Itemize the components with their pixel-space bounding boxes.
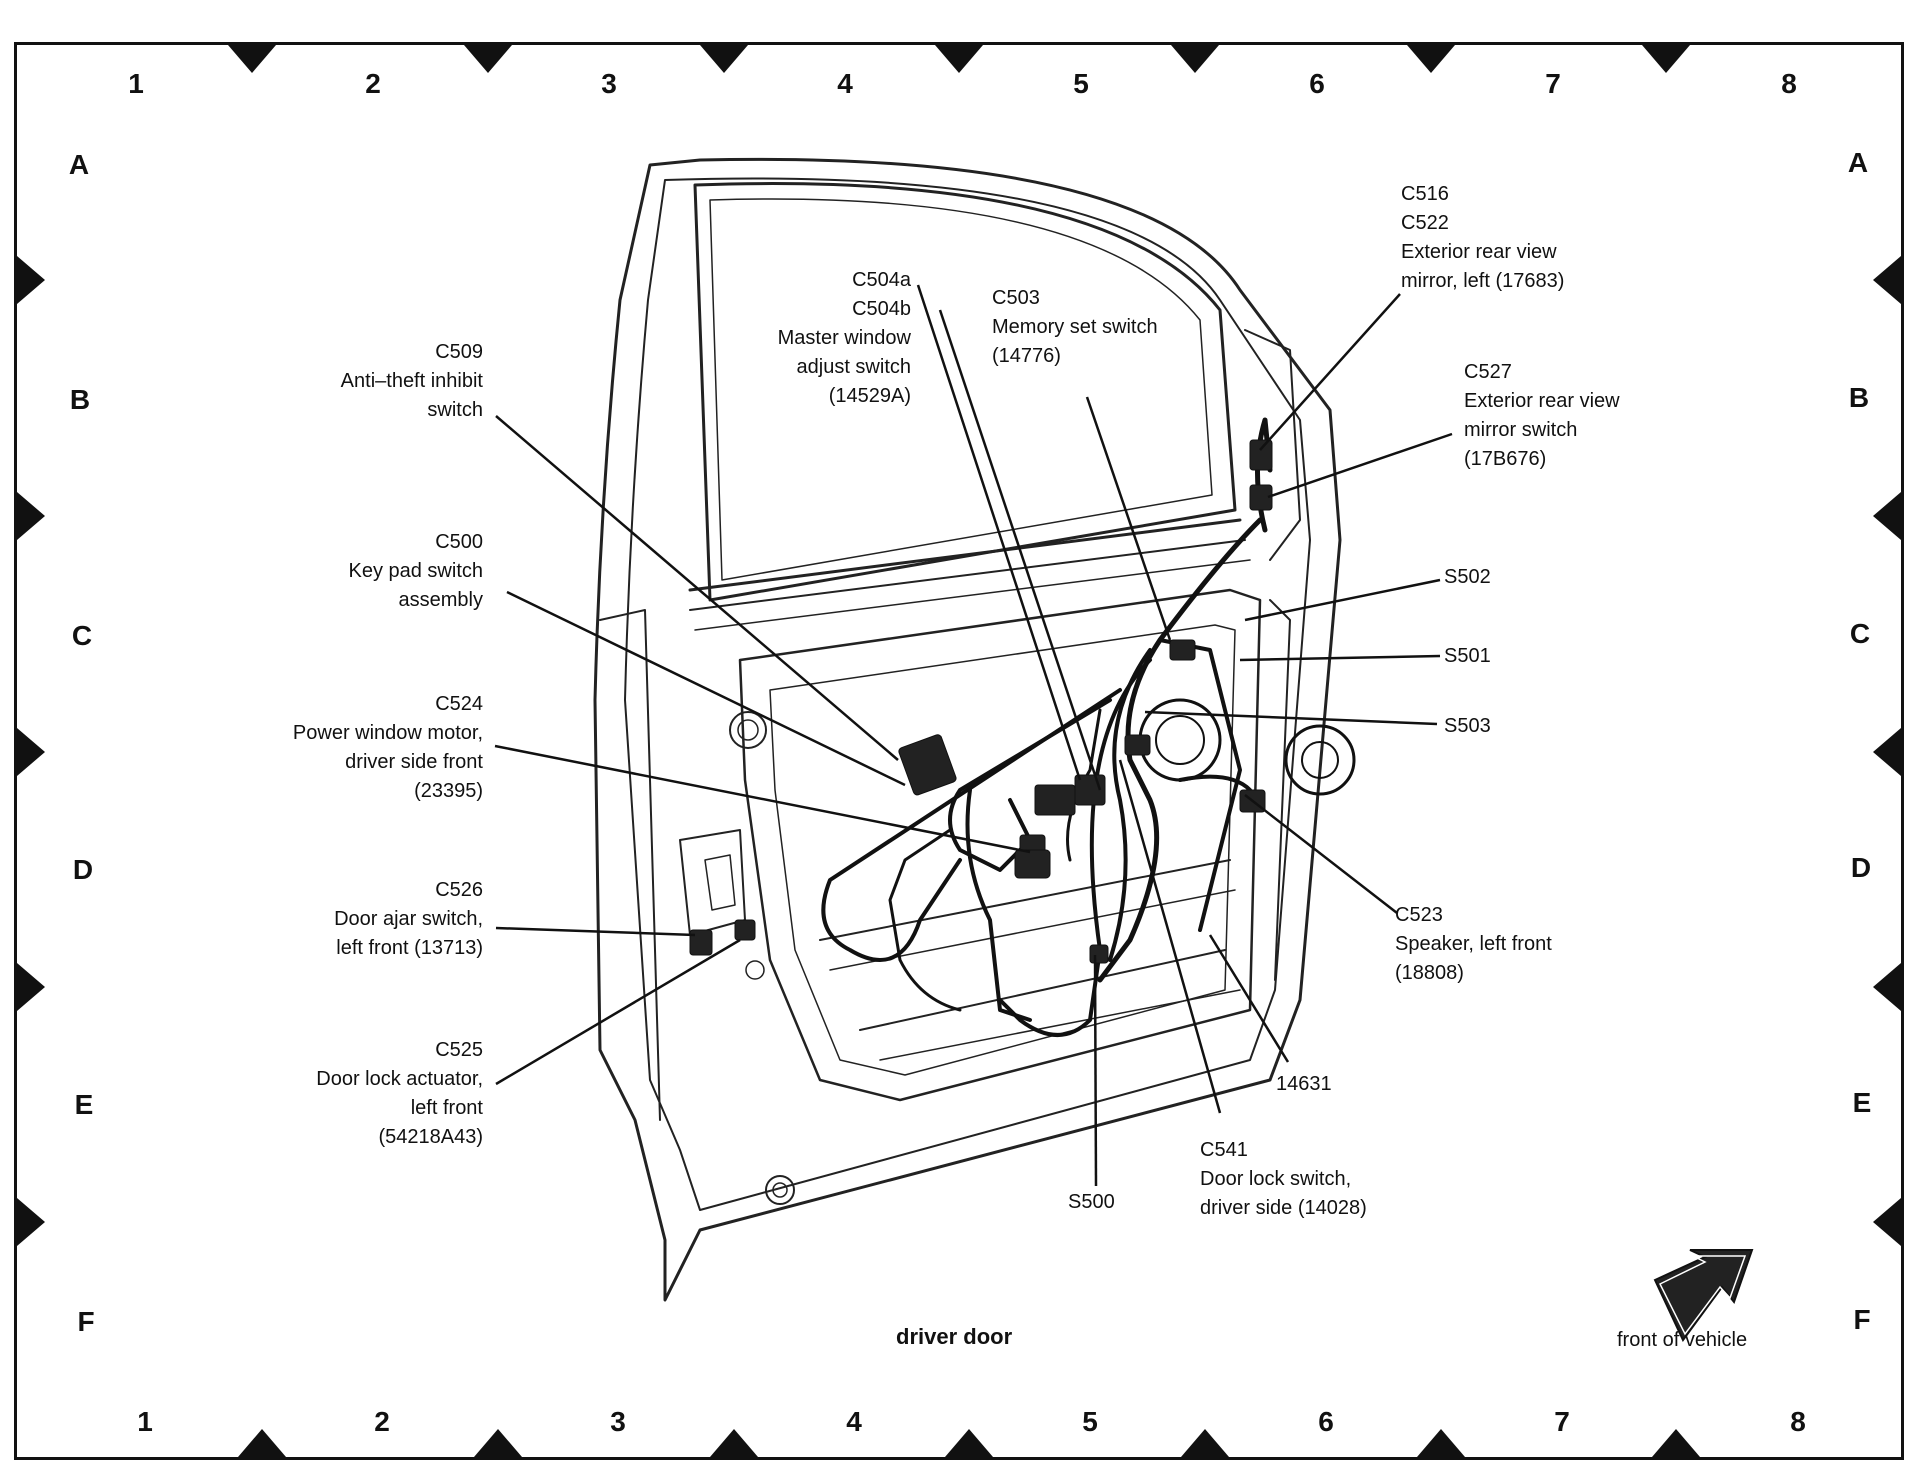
callout-s503: S503: [1444, 712, 1491, 741]
callout-c523-line-1: Speaker, left front: [1395, 933, 1552, 955]
callout-c516: C516 C522 Exterior rear view mirror, lef…: [1401, 180, 1564, 296]
callout-c524-id: C524: [435, 693, 483, 715]
row-label-f-left: F: [77, 1306, 95, 1337]
callout-c504: C504a C504b Master window adjust switch …: [778, 266, 911, 411]
callout-c504-line-3: (14529A): [828, 385, 911, 407]
callout-c523-line-2: (18808): [1395, 962, 1464, 984]
callout-14631-id: 14631: [1276, 1073, 1332, 1095]
callout-c503: C503 Memory set switch (14776): [992, 284, 1158, 371]
callout-c523-id: C523: [1395, 904, 1443, 926]
row-label-b-left: B: [69, 384, 91, 415]
callout-c504b-id: C504b: [852, 298, 911, 320]
row-label-c-left: C: [71, 620, 93, 651]
front-of-vehicle-label: front of vehicle: [1617, 1329, 1748, 1351]
row-label-f-right: F: [1853, 1304, 1871, 1335]
row-label-d-right: D: [1850, 852, 1872, 883]
column-label-3-top: 3: [601, 68, 617, 99]
row-label-e-left: E: [74, 1089, 94, 1120]
front-arrow-icon: [1653, 1249, 1754, 1342]
wiring-harness: [821, 417, 1356, 1037]
callout-c503-line-2: (14776): [992, 345, 1061, 367]
callout-14631: 14631: [1276, 1070, 1332, 1099]
callout-c500-line-1: Key pad switch: [348, 560, 483, 582]
callout-c525-line-3: (54218A43): [378, 1126, 483, 1148]
callout-c527: C527 Exterior rear view mirror switch (1…: [1464, 358, 1620, 474]
callout-c523: C523 Speaker, left front (18808): [1395, 901, 1552, 988]
callout-c509: C509 Anti–theft inhibit switch: [341, 338, 483, 425]
column-label-8-bottom: 8: [1790, 1406, 1806, 1437]
column-label-2-top: 2: [365, 68, 381, 99]
callout-s502-id: S502: [1444, 566, 1491, 588]
callout-c522-id: C522: [1401, 212, 1449, 234]
column-label-4-top: 4: [837, 68, 853, 99]
callout-s503-id: S503: [1444, 715, 1491, 737]
callout-c516-line-2: mirror, left (17683): [1401, 270, 1565, 292]
callout-c503-id: C503: [992, 287, 1040, 309]
callout-s500: S500: [1068, 1188, 1115, 1217]
callout-c541-id: C541: [1200, 1139, 1248, 1161]
callout-c527-line-2: mirror switch: [1464, 419, 1578, 441]
grid-markers: [17, 45, 1901, 1457]
callout-s501-id: S501: [1444, 645, 1491, 667]
callout-c526-line-1: Door ajar switch,: [334, 908, 483, 930]
row-label-e-right: E: [1852, 1087, 1872, 1118]
callout-c525-line-1: Door lock actuator,: [316, 1068, 483, 1090]
callout-c500: C500 Key pad switch assembly: [348, 528, 483, 615]
row-label-a-right: A: [1847, 147, 1869, 178]
callout-c525-line-2: left front: [410, 1097, 483, 1119]
callout-c541-line-1: Door lock switch,: [1200, 1168, 1352, 1190]
callout-c527-line-3: (17B676): [1464, 448, 1547, 470]
diagram-title: driver door: [896, 1324, 1013, 1349]
callout-c504-line-1: Master window: [777, 327, 911, 349]
column-label-2-bottom: 2: [374, 1406, 390, 1437]
connectors: [689, 439, 1273, 964]
callout-c516-line-1: Exterior rear view: [1401, 241, 1557, 263]
callout-c527-id: C527: [1464, 361, 1512, 383]
callout-c526: C526 Door ajar switch, left front (13713…: [334, 876, 483, 963]
callout-c527-line-1: Exterior rear view: [1464, 390, 1620, 412]
callout-c541: C541 Door lock switch, driver side (1402…: [1200, 1136, 1367, 1223]
column-label-1-bottom: 1: [137, 1406, 153, 1437]
row-label-a-left: A: [68, 149, 90, 180]
column-label-7-bottom: 7: [1554, 1406, 1570, 1437]
callout-c500-line-2: assembly: [398, 589, 483, 611]
callout-c526-id: C526: [435, 879, 483, 901]
callout-c524-line-1: Power window motor,: [292, 722, 483, 744]
callout-c516-id: C516: [1401, 183, 1449, 205]
leader-lines: [494, 284, 1453, 1187]
callout-c526-line-2: left front (13713): [336, 937, 483, 959]
callout-c524-line-3: (23395): [414, 780, 483, 802]
callout-s502: S502: [1444, 563, 1491, 592]
column-label-4-bottom: 4: [846, 1406, 862, 1437]
callout-c541-line-2: driver side (14028): [1200, 1197, 1367, 1219]
callout-s501: S501: [1444, 642, 1491, 671]
row-label-d-left: D: [72, 854, 94, 885]
callout-c509-line-1: Anti–theft inhibit: [340, 370, 483, 392]
row-label-b-right: B: [1848, 382, 1870, 413]
callout-c504-line-2: adjust switch: [796, 356, 912, 378]
column-label-7-top: 7: [1545, 68, 1561, 99]
column-label-6-bottom: 6: [1318, 1406, 1334, 1437]
column-label-1-top: 1: [128, 68, 144, 99]
drawing-frame: [14, 42, 1904, 1460]
column-label-8-top: 8: [1781, 68, 1797, 99]
column-label-5-bottom: 5: [1082, 1406, 1098, 1437]
callout-c524-line-2: driver side front: [345, 751, 483, 773]
column-label-6-top: 6: [1309, 68, 1325, 99]
callout-c509-id: C509: [435, 341, 483, 363]
callout-c504a-id: C504a: [852, 269, 911, 291]
row-label-c-right: C: [1849, 618, 1871, 649]
callout-c525-id: C525: [435, 1039, 483, 1061]
callout-s500-id: S500: [1068, 1191, 1115, 1213]
callout-c525: C525 Door lock actuator, left front (542…: [316, 1036, 483, 1152]
callout-c524: C524 Power window motor, driver side fro…: [293, 690, 483, 806]
column-label-3-bottom: 3: [610, 1406, 626, 1437]
column-label-5-top: 5: [1073, 68, 1089, 99]
callout-c509-line-2: switch: [427, 399, 483, 421]
callout-c503-line-1: Memory set switch: [992, 316, 1158, 338]
door-shell: [593, 157, 1342, 1302]
callout-c500-id: C500: [435, 531, 483, 553]
